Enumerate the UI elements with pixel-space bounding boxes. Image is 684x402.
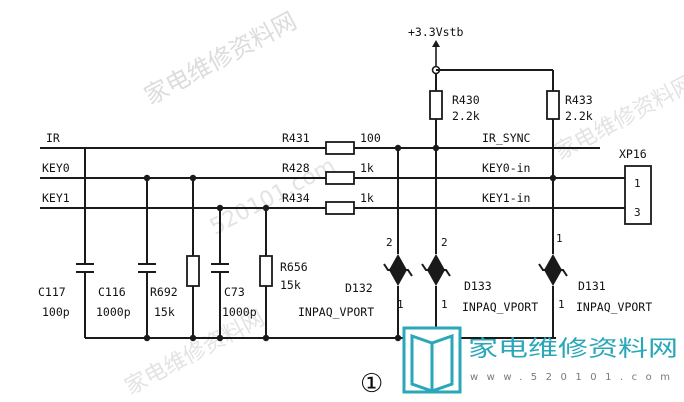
r692-value: 15k <box>154 305 175 319</box>
xp16-ref: XP16 <box>619 147 647 161</box>
r431-value: 100 <box>360 131 381 145</box>
c117-value: 100p <box>42 305 70 319</box>
d131-part: INPAQ_VPORT <box>576 300 652 314</box>
xp16-pin-1: 1 <box>634 177 641 190</box>
net-ir-sync-label: IR_SYNC <box>482 131 531 145</box>
d133-pin-bottom: 1 <box>441 298 448 311</box>
resistor-r428: R428 1k <box>282 161 374 185</box>
net-key0: KEY0 KEY0-in <box>40 161 625 179</box>
net-key1: KEY1 KEY1-in <box>40 191 625 209</box>
net-ir-label: IR <box>46 131 60 145</box>
r430-ref: R430 <box>452 93 480 107</box>
d131-ref: D131 <box>578 279 606 293</box>
r428-ref: R428 <box>282 161 310 175</box>
r433-ref: R433 <box>565 93 593 107</box>
net-key0-in-label: KEY0-in <box>482 161 530 175</box>
figure-number: ① <box>360 369 383 399</box>
watermark-ghost-url: 520101.com <box>206 153 340 240</box>
tvs-diode-d133: 2 1 D133 INPAQ_VPORT <box>421 148 538 338</box>
d132-part: INPAQ_VPORT <box>298 305 374 319</box>
supply-node: +3.3Vstb <box>408 25 553 75</box>
watermark-text: 家电维修资料网 <box>468 337 678 362</box>
watermark-ghost-text-1: 家电维修资料网 <box>140 7 301 111</box>
resistor-r433: R433 2.2k <box>546 70 593 178</box>
capacitor-c73: C73 1000p <box>211 208 257 338</box>
d132-pin-bottom: 1 <box>397 298 404 311</box>
net-key1-label: KEY1 <box>42 191 70 205</box>
d133-pin-top: 2 <box>441 236 448 249</box>
resistor-r692: R692 15k <box>150 178 200 338</box>
watermark-logo: 家电维修资料网 www.520101.com <box>402 326 678 394</box>
r656-ref: R656 <box>280 260 308 274</box>
resistor-r434: R434 1k <box>282 191 374 215</box>
junction-dots <box>143 144 557 342</box>
d132-pin-top: 2 <box>386 236 393 249</box>
r434-ref: R434 <box>282 191 310 205</box>
r433-value: 2.2k <box>565 109 593 123</box>
r428-value: 1k <box>360 161 374 175</box>
r430-value: 2.2k <box>452 109 480 123</box>
tvs-diode-d132: 2 1 D132 INPAQ_VPORT <box>298 148 413 338</box>
watermark-ghost-text-3: 家电维修资料网 <box>121 306 269 400</box>
d132-ref: D132 <box>345 281 373 295</box>
resistor-r431: R431 100 <box>282 131 381 155</box>
r431-ref: R431 <box>282 131 310 145</box>
d131-pin-top: 1 <box>556 232 563 245</box>
c73-ref: C73 <box>224 285 245 299</box>
d133-part: INPAQ_VPORT <box>462 300 538 314</box>
capacitor-c116: C116 1000p <box>96 178 156 338</box>
watermark-url: www.520101.com <box>470 372 670 383</box>
c117-ref: C117 <box>38 285 66 299</box>
net-key0-label: KEY0 <box>42 161 70 175</box>
r434-value: 1k <box>360 191 374 205</box>
r656-value: 15k <box>280 278 301 292</box>
book-icon <box>402 326 462 394</box>
net-ir: IR IR_SYNC <box>40 131 600 149</box>
supply-label: +3.3Vstb <box>408 25 463 39</box>
d133-ref: D133 <box>464 279 492 293</box>
net-key1-in-label: KEY1-in <box>482 191 530 205</box>
d131-pin-bottom: 1 <box>558 298 565 311</box>
c73-value: 1000p <box>222 305 257 319</box>
r692-ref: R692 <box>150 285 178 299</box>
c116-ref: C116 <box>98 285 126 299</box>
xp16-pin-3: 3 <box>634 206 641 219</box>
tvs-diode-d131: 1 1 D131 INPAQ_VPORT <box>538 178 652 338</box>
c116-value: 1000p <box>96 305 131 319</box>
capacitor-c117: C117 100p <box>38 148 94 338</box>
resistor-r656: R656 15k <box>259 208 308 338</box>
resistor-r430: R430 2.2k <box>429 74 480 148</box>
connector-xp16: XP16 1 3 <box>619 147 652 225</box>
